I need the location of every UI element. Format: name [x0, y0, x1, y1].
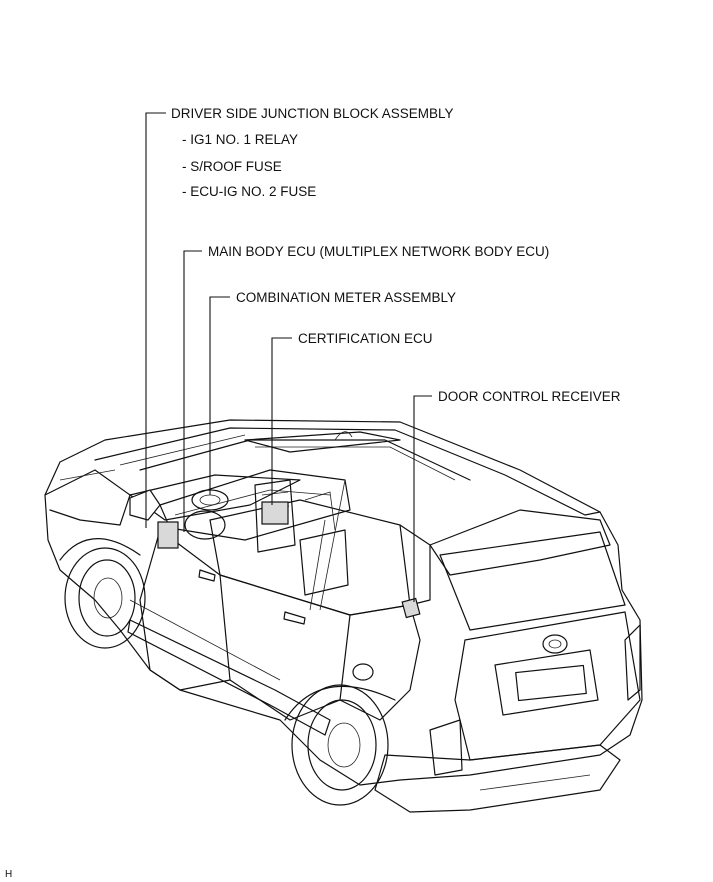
door-control-receiver-part [401, 597, 421, 619]
label-ecu-ig-fuse: - ECU-IG NO. 2 FUSE [182, 184, 316, 199]
leader-junction-block [145, 112, 166, 528]
leader-lines [145, 112, 432, 602]
leader-combination-meter [209, 296, 230, 495]
leader-door-control-receiver [413, 395, 432, 602]
label-certification-ecu: CERTIFICATION ECU [298, 331, 433, 346]
certification-ecu-part [261, 501, 289, 525]
leader-certification-ecu [271, 337, 292, 505]
corner-mark: H [5, 869, 12, 880]
label-main-body-ecu: MAIN BODY ECU (MULTIPLEX NETWORK BODY EC… [208, 244, 549, 259]
label-ig1-relay: - IG1 NO. 1 RELAY [182, 132, 298, 147]
leader-main-body-ecu [183, 250, 202, 532]
label-door-control-receiver: DOOR CONTROL RECEIVER [438, 389, 621, 404]
label-sroof-fuse: - S/ROOF FUSE [182, 159, 282, 174]
label-driver-side-junction-block: DRIVER SIDE JUNCTION BLOCK ASSEMBLY [171, 106, 454, 121]
vehicle-illustration [44, 419, 643, 813]
label-combination-meter: COMBINATION METER ASSEMBLY [236, 290, 456, 305]
junction-block-part [157, 521, 179, 549]
